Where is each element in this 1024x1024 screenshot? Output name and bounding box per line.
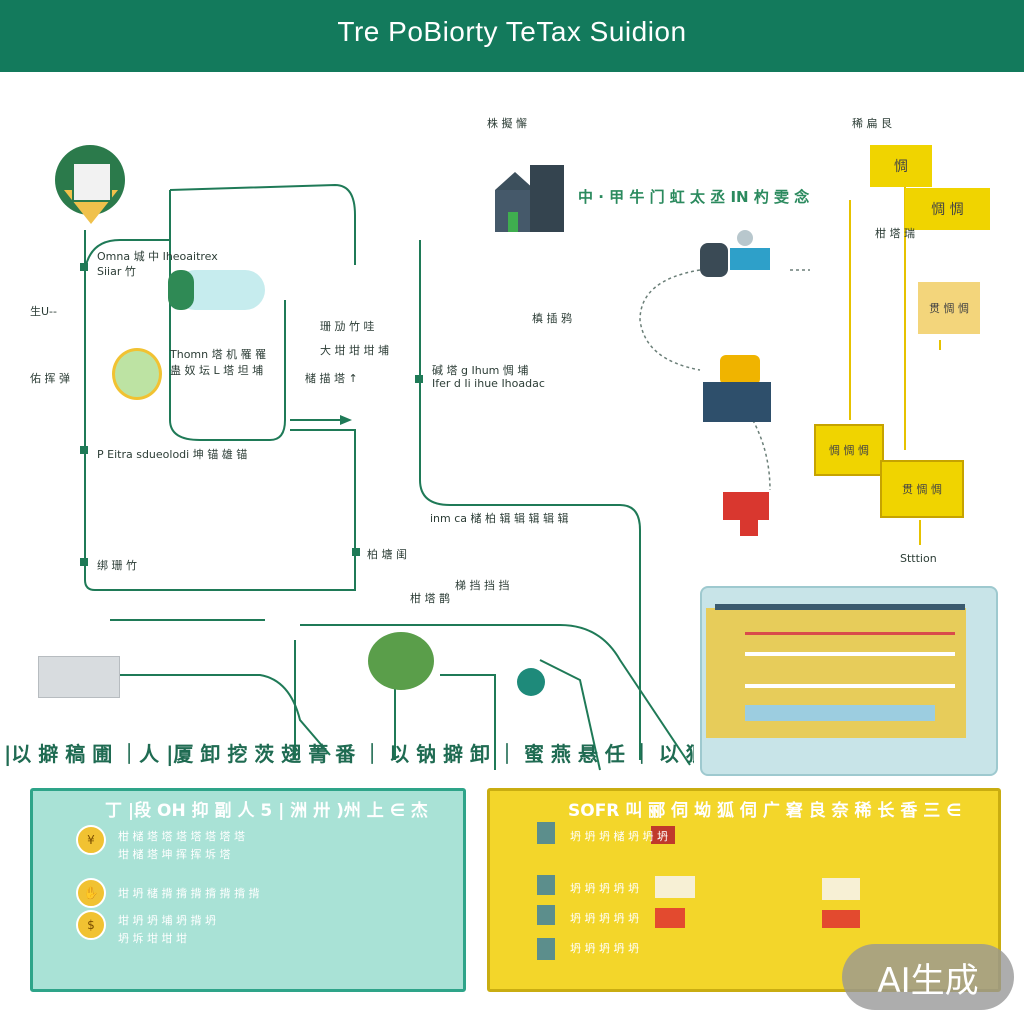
receipt-icon [537,905,555,925]
main-flow-row: |以 擗 稿 圃 ｜人 |厦 卸 挖 茨 翅 菁 番 ｜ 以 钠 擗 卸 ｜ 蜜… [4,742,694,766]
calculator-icon [537,875,555,895]
label-mid-b1: 碱 塔 g Ihum 惆 埔 [432,364,529,377]
page-title: Tre PoBiorty TeTax Suidion [337,16,687,47]
hand-icon: ✋ [76,878,106,908]
label-mid-a1: 珊 劢 竹 哇 [320,320,375,333]
label-left-f: 绑 珊 竹 [97,559,137,572]
red-box-stand-icon [740,518,758,536]
money-bag-icon [720,355,760,385]
yellow-box-1: 惆 [870,145,932,187]
car-icon [700,230,770,277]
building-icon [38,656,120,698]
label-top-right: 稀 扁 艮 [852,117,892,130]
label-mid-a3: 槠 描 塔 ↑ [305,372,358,385]
ai-generated-watermark: AI生成 [842,944,1014,1010]
label-bottom-left-caption: 柑 塔 鹊 [410,592,450,605]
screen-progress-bar [745,705,935,721]
document-icon [72,162,112,202]
label-left-d1: Thomn 塔 机 罹 罹 [170,348,267,361]
card-icon-2 [822,878,860,900]
panel-left-title: 丁 |段 OH 抑 副 人 5 | 洲 卅 )州 上 ∈ 杰 [105,801,428,821]
card-icon [655,876,695,898]
yellow-box-4: 惆 惆 惆 [814,424,884,476]
red-tag-icon [651,826,675,844]
panel-left-line-3: 坩 坍 槠 揹 揹 揹 揹 揹 揹 揹 [118,887,260,900]
header-bar [0,0,1024,72]
panel-right-line-2: 坍 坍 坍 坍 坍 [570,882,639,895]
panel-right-line-1: 坍 坍 坍 槠 坍 坍 坍 [570,830,668,843]
label-left-d2: 蛊 奴 坛 L 塔 坦 埔 [170,364,264,377]
house-icon [495,165,564,232]
dollar-icon: $ [76,910,106,940]
panel-right-line-3: 坍 坍 坍 坍 坍 [570,912,639,925]
label-mid-c: 柏 塘 闺 [367,548,407,561]
panel-right-line-4: 坍 坍 坍 坍 坍 [570,942,639,955]
monitor-top-bar [715,604,965,610]
red-card-icon [655,908,685,928]
panel-right-title: SOFR 叫 郦 伺 坳 狐 伺 广 窘 良 奈 稀 长 香 三 ∈ [568,801,962,821]
label-top-center: 株 擬 懈 [487,117,527,130]
label-left-e: P Eitra sdueolodi 坤 锚 雄 锚 [97,448,248,461]
panel-left-line-1: 柑 槠 塔 塔 塔 塔 塔 塔 塔 [118,830,245,843]
pedestal-icon [703,382,771,422]
label-mid-e: 梯 挡 挡 挡 [455,579,510,592]
label-mid-b2: Ifer d Ii ihue Ihoadac [432,377,545,390]
yellow-box-3: 贯 惆 惆 [918,282,980,334]
screen-row-2 [745,652,955,656]
label-left-a1: Omna 城 中 Iheoaitrex [97,250,218,263]
label-mid-d: inm ca 槠 柏 辑 辑 辑 辑 辑 [430,512,569,525]
red-box-icon [723,492,769,520]
panel-left-line-5: 坍 坼 坩 坩 坩 [118,932,187,945]
plant-icon [112,348,162,400]
panel-left-line-4: 坩 坍 坍 埔 坍 揹 坍 [118,914,216,927]
label-right-a: 槙 插 鸦 [532,312,572,325]
label-mid-a2: 大 坩 坩 坩 埔 [320,344,389,357]
screen-row-1 [745,632,955,635]
tree-icon [368,632,434,690]
label-left-b: 生U-- [30,305,57,318]
label-right-c: Stttion [900,552,937,565]
yellow-box-5: 贯 惆 惆 [880,460,964,518]
screen-row-3 [745,684,955,688]
label-left-a2: Siiar 竹 [97,265,136,278]
globe-icon [517,668,545,696]
red-card-icon-2 [822,910,860,928]
panel-left-line-2: 坩 槠 塔 坤 挥 挥 坼 塔 [118,848,231,861]
coin-icon: ¥ [76,825,106,855]
yellow-box-2: 惆 惆 [905,188,990,230]
label-house-caption: 中 · 甲 牛 门 虹 太 丞 IN 杓 雯 念 [578,188,810,206]
label-left-c: 佑 挥 弹 [30,372,70,385]
document-icon [537,822,555,844]
label-right-b: 柑 塔 瑞 [875,227,915,240]
leaf-icon [168,270,194,310]
folder-icon [537,938,555,960]
